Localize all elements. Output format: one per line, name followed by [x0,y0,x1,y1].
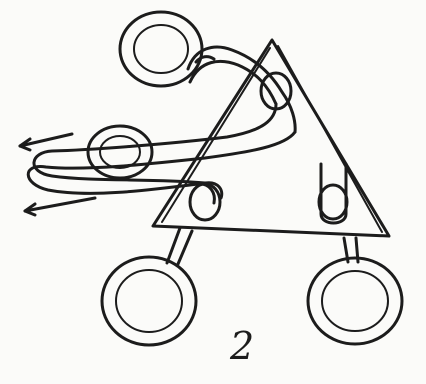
center-small-ring [88,126,152,178]
double-band [28,104,295,203]
bottom-left-ring [102,228,196,345]
triangle-hole-right [319,185,347,219]
bottom-right-ring [308,238,402,344]
arrow-upper [20,134,72,150]
arrow-lower [25,198,95,215]
top-left-ring [120,12,202,86]
figure-number: 2 [230,326,254,366]
